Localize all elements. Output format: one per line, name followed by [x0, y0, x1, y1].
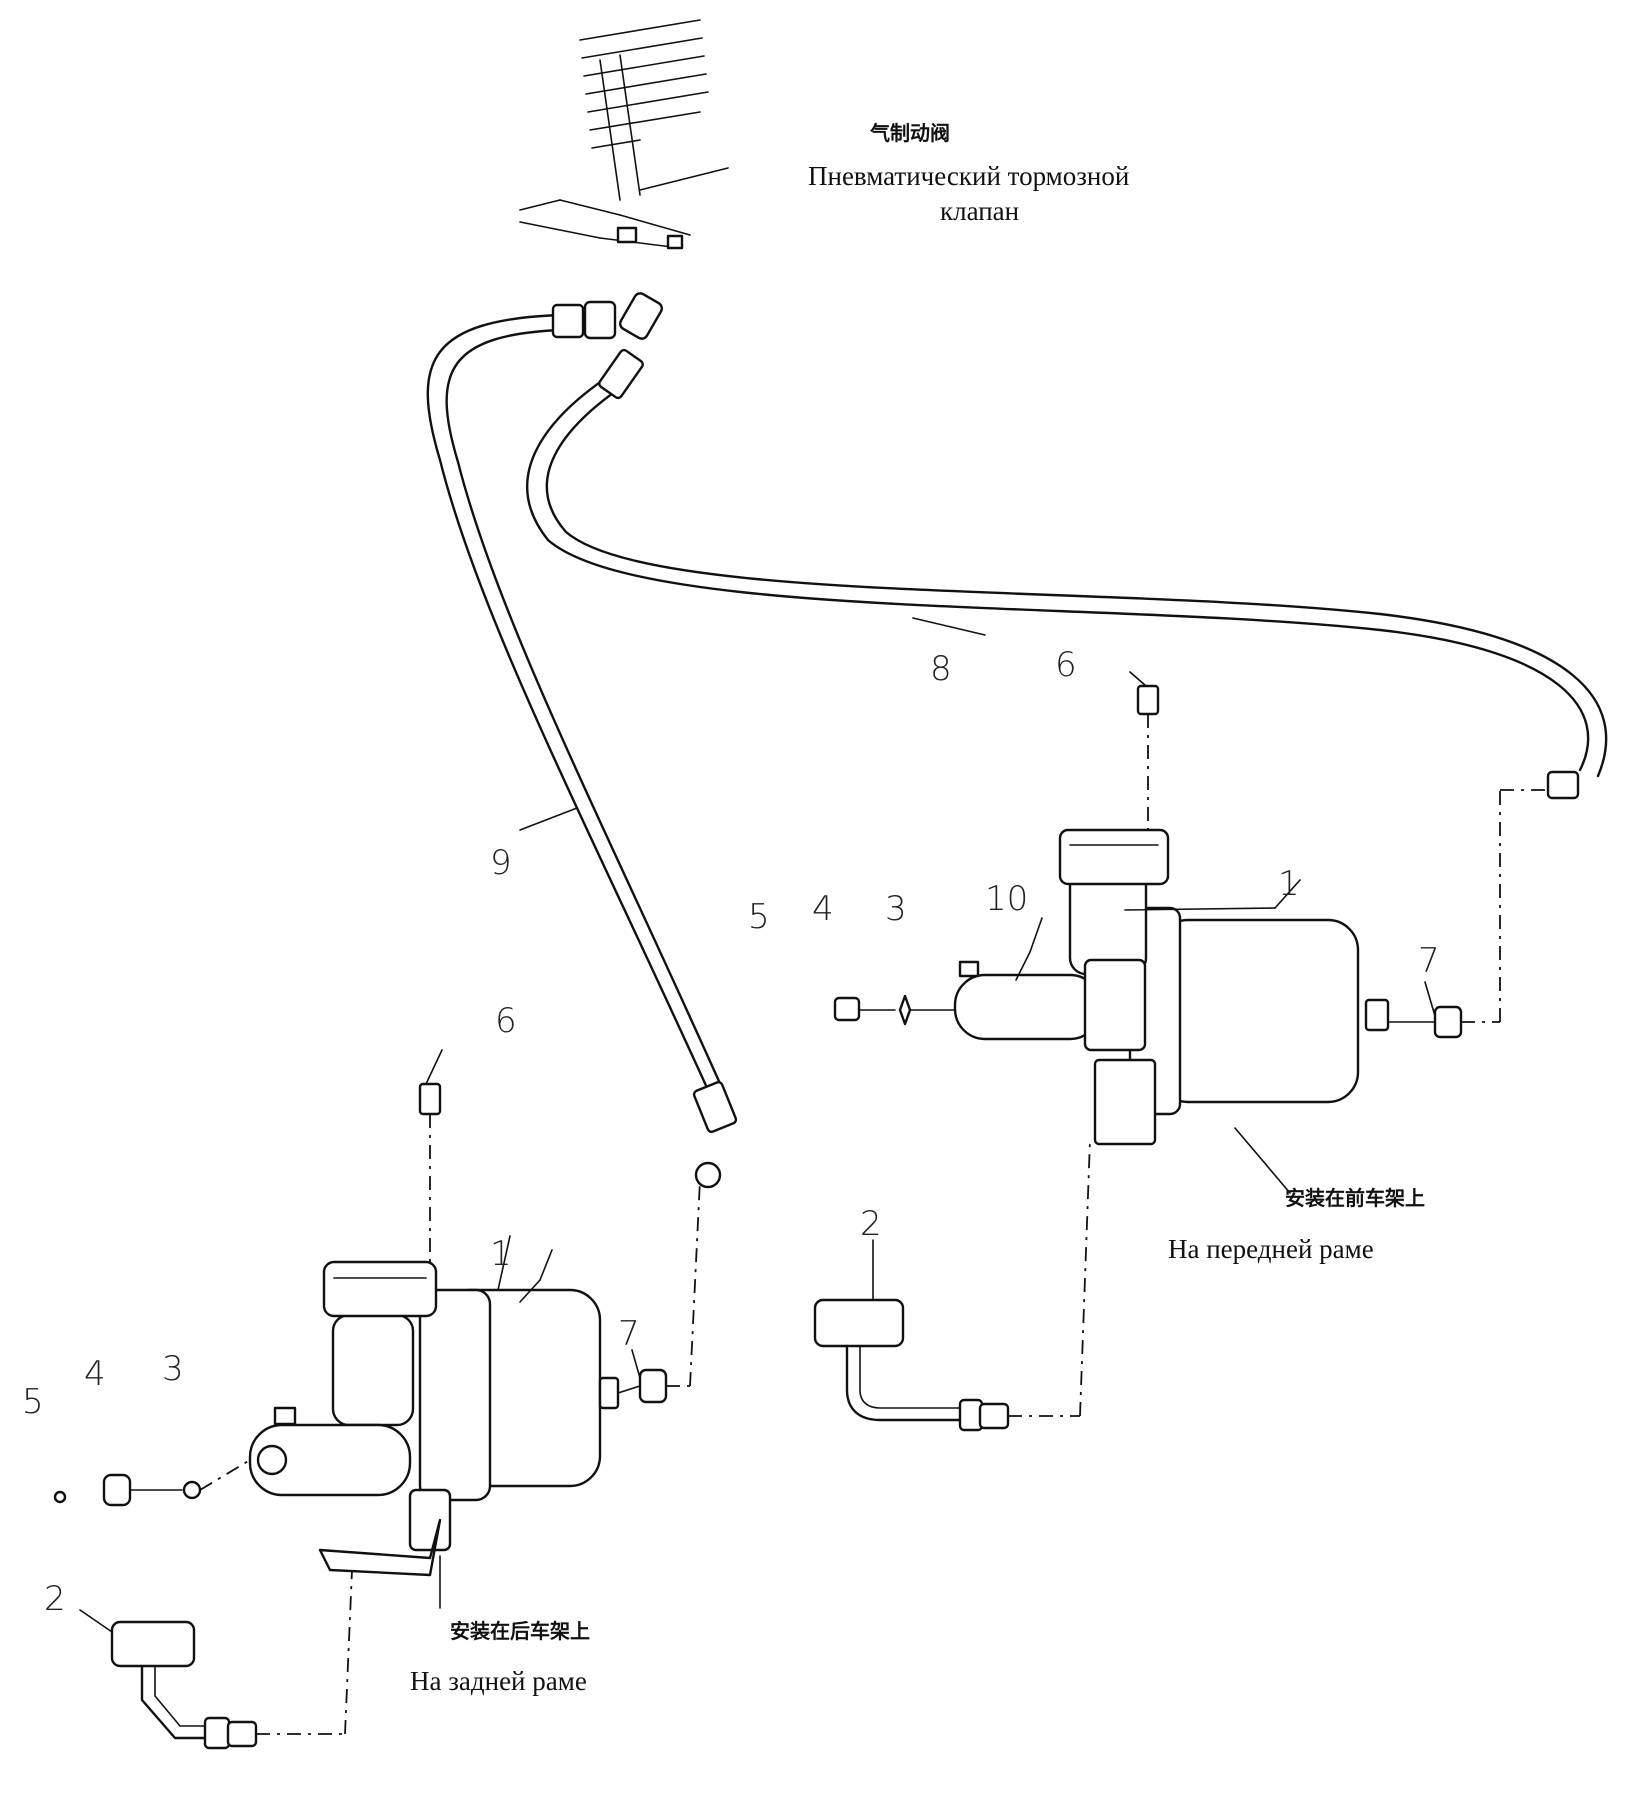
callout-numbers: 1 1 2 2 3 3 4 4 5 5 6 6 7 7 8 9 10 — [22, 645, 1440, 1619]
callout-5-front: 5 — [748, 897, 770, 937]
brake-valve — [519, 19, 729, 250]
callout-4-front: 4 — [812, 889, 834, 929]
callout-6-rear: 6 — [495, 1001, 517, 1041]
valve-label-ru-2: клапан — [940, 196, 1019, 226]
hose-8 — [526, 292, 1608, 800]
rear-label-cn: 安装在后车架上 — [450, 1619, 590, 1643]
front-brake-booster — [953, 828, 1390, 1146]
callout-5-rear: 5 — [22, 1382, 44, 1422]
hose-9 — [426, 300, 738, 1134]
callout-7-front: 7 — [1418, 941, 1440, 981]
callout-7-rear: 7 — [618, 1314, 640, 1354]
valve-label-ru-1: Пневматический тормозной — [808, 161, 1129, 191]
front-parts — [813, 684, 1548, 1432]
callout-1-front: 1 — [1278, 864, 1300, 904]
callout-9: 9 — [490, 843, 512, 883]
callout-8: 8 — [930, 649, 952, 689]
valve-label-cn: 气制动阀 — [869, 121, 950, 145]
callout-2-front: 2 — [860, 1204, 882, 1244]
rear-label-ru: На задней раме — [410, 1666, 587, 1696]
labels: 气制动阀 Пневматический тормозной клапан 安装在… — [410, 121, 1425, 1696]
front-label-cn: 安装在前车架上 — [1285, 1186, 1425, 1210]
callout-3-front: 3 — [885, 889, 907, 929]
front-label-ru: На передней раме — [1168, 1234, 1374, 1264]
leader-lines — [79, 617, 1436, 1633]
callout-10: 10 — [985, 879, 1028, 919]
callout-4-rear: 4 — [84, 1354, 106, 1394]
callout-3-rear: 3 — [162, 1349, 184, 1389]
rear-brake-booster — [248, 1260, 620, 1577]
callout-6-front: 6 — [1055, 645, 1077, 685]
callout-1-rear: 1 — [490, 1234, 512, 1274]
rear-parts — [53, 1082, 722, 1750]
callout-2-rear: 2 — [44, 1579, 66, 1619]
